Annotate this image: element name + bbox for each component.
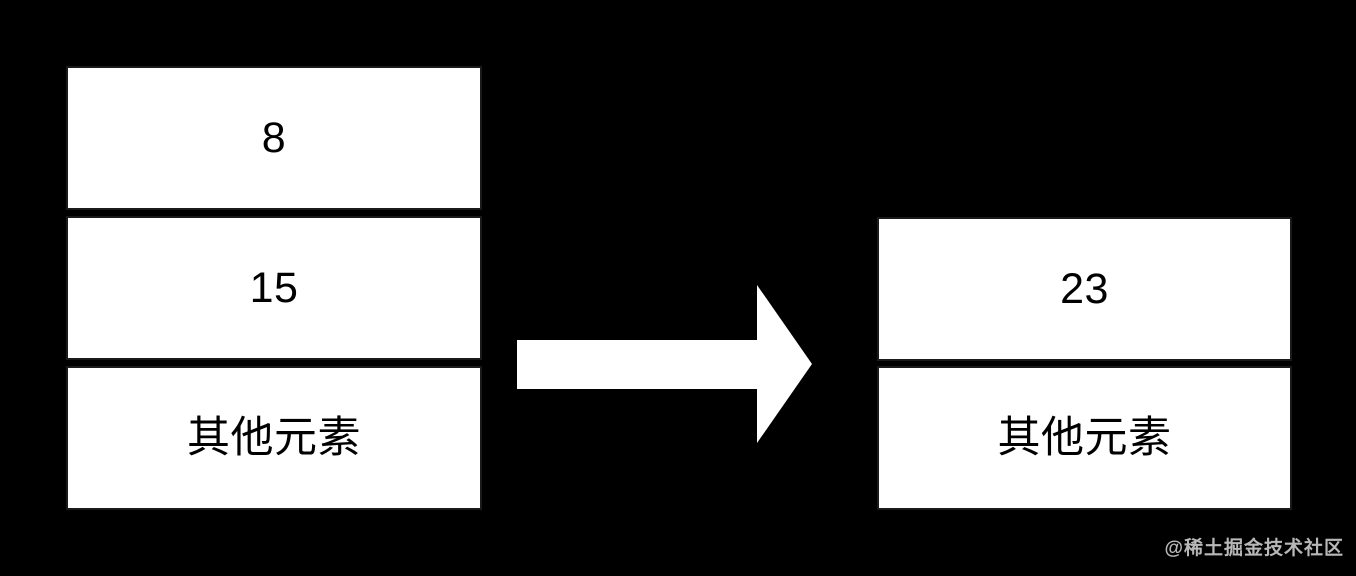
watermark: @稀土掘金技术社区	[1164, 538, 1344, 559]
right-arrow-icon	[517, 285, 812, 443]
after-stack: 23 其他元素	[877, 217, 1292, 510]
cell-label: 15	[249, 263, 299, 312]
stack-cell: 8	[66, 66, 482, 210]
stack-cell: 23	[877, 217, 1292, 361]
stack-cell: 15	[66, 216, 482, 360]
before-stack: 8 15 其他元素	[66, 66, 482, 510]
cell-label: 23	[1060, 264, 1109, 313]
cell-label: 8	[261, 113, 287, 162]
cell-label: 其他元素	[187, 413, 361, 462]
stack-cell: 其他元素	[66, 366, 482, 510]
stack-cell: 其他元素	[877, 366, 1292, 510]
cell-label: 其他元素	[997, 413, 1172, 462]
